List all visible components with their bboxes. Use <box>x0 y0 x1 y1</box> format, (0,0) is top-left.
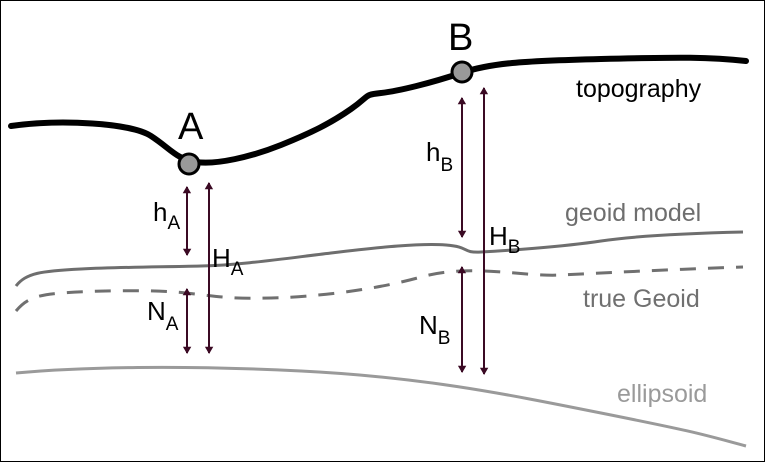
topography-line <box>8 54 749 166</box>
geoid-model-line <box>14 230 744 287</box>
arrows-point-a <box>182 181 214 355</box>
H-b-label: HB <box>489 221 520 258</box>
H-a-label: HA <box>212 243 244 280</box>
n-a-label: NA <box>147 296 179 335</box>
h-a-label: hA <box>153 197 180 234</box>
h-b-label: hB <box>426 137 453 176</box>
true-geoid-line <box>14 265 744 312</box>
point-b-marker <box>450 60 474 84</box>
point-b-label: B <box>448 17 473 59</box>
n-b-label: NB <box>419 310 450 349</box>
geoid-model-label: geoid model <box>565 199 701 227</box>
ellipsoid-line <box>15 365 747 448</box>
point-a-label: A <box>178 106 204 148</box>
point-a-marker <box>177 152 201 176</box>
topography-label: topography <box>576 75 702 103</box>
arrows-point-b <box>457 86 489 376</box>
ellipsoid-label: ellipsoid <box>617 380 707 408</box>
true-geoid-label: true Geoid <box>583 285 700 313</box>
